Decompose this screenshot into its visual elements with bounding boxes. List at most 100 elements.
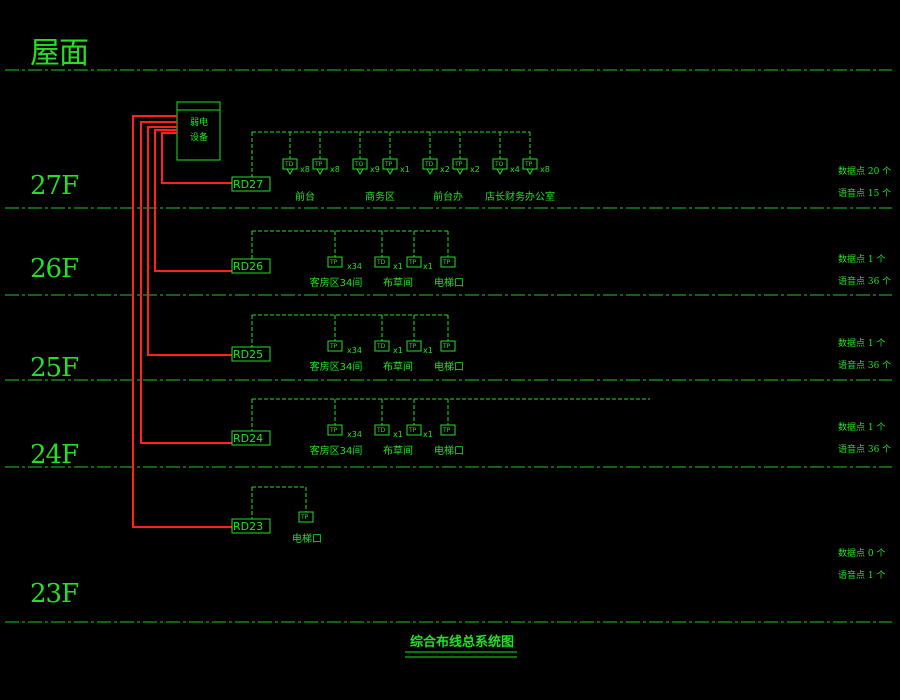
svg-text:x1: x1 [423,262,433,271]
svg-text:x34: x34 [347,262,362,271]
trunk-rd24 [140,121,232,444]
stat-data-25f: 数据点 1 个 [838,339,886,349]
outlet-to [492,158,508,170]
cabinet-rd24-label: RD24 [233,432,263,445]
svg-text:TO: TO [354,161,364,168]
svg-text:TP: TP [442,259,451,266]
cabinet-rd25-label: RD25 [233,348,263,361]
svg-text:TP: TP [314,161,323,168]
svg-text:TP: TP [329,259,338,266]
floor26-distribution: TP TD TP TP x34 x1 x1 客房区34间 布草间 电梯口 [251,230,464,289]
count-label: x1 [400,165,410,174]
svg-text:x1: x1 [423,346,433,355]
roof-label: 屋面 [30,36,89,71]
outlet-tp [522,158,538,170]
trunk-cables [132,115,232,528]
drawing-title: 综合布线总系统图 [410,635,515,650]
area-label: 前台 [295,190,315,203]
trunk-rd25 [147,126,232,356]
svg-text:TP: TP [408,259,417,266]
svg-text:TP: TP [408,427,417,434]
svg-text:TD: TD [376,427,386,434]
svg-text:TP: TP [408,343,417,350]
equipment-label-2: 设备 [190,131,208,143]
stat-data-24f: 数据点 1 个 [838,423,886,433]
count-label: x4 [510,165,520,174]
svg-text:TP: TP [329,343,338,350]
trunk-rd26 [154,129,232,272]
outlet-td [422,158,438,170]
stat-data-23f: 数据点 0 个 [838,549,886,559]
outlet-to [352,158,368,170]
stat-voice-27f: 语音点 15 个 [838,189,892,199]
area-label: 商务区 [365,190,395,203]
svg-text:TP: TP [442,343,451,350]
svg-text:TD: TD [376,259,386,266]
cabinet-rd27 [231,176,271,192]
svg-text:TP: TP [454,161,463,168]
count-label: x8 [540,165,550,174]
svg-text:TP: TP [524,161,533,168]
svg-text:布草间: 布草间 [383,360,413,373]
floor-label-24f: 24F [30,440,79,470]
equipment-box: 弱电 设备 [176,101,221,161]
floor-label-25f: 25F [30,353,79,383]
area-label: 电梯口 [292,532,322,545]
stat-data-27f: 数据点 20 个 [838,167,892,177]
equipment-label-1: 弱电 [190,116,208,128]
outlet-tp [452,158,468,170]
stat-voice-24f: 语音点 36 个 [838,445,892,455]
stat-voice-25f: 语音点 36 个 [838,361,892,371]
svg-text:电梯口: 电梯口 [434,360,464,373]
svg-text:电梯口: 电梯口 [434,276,464,289]
svg-text:TP: TP [300,514,309,521]
cabinet-rd23 [231,518,271,534]
cabinet-rd27-label: RD27 [233,178,263,191]
floor25-distribution: TP TD TP TP x34 x1 x1 客房区34间 布草间 电梯口 [251,314,464,373]
trunk-rd27 [161,132,232,184]
outlet-tp [382,158,398,170]
cabinet-rd24 [231,430,271,446]
floor-label-27f: 27F [30,171,79,201]
title-underline [405,651,517,658]
svg-text:TP: TP [442,427,451,434]
svg-text:x1: x1 [393,262,403,271]
cabinet-rd25 [231,346,271,362]
svg-text:TD: TD [424,161,434,168]
svg-text:客房区34间: 客房区34间 [310,444,363,457]
trunk-rd23 [132,115,232,528]
svg-text:x34: x34 [347,430,362,439]
floor-label-26f: 26F [30,254,79,284]
svg-text:TO: TO [494,161,504,168]
floor23-distribution: TP 电梯口 [251,486,322,545]
svg-text:布草间: 布草间 [383,444,413,457]
svg-text:TP: TP [329,427,338,434]
floor-lines [5,69,892,623]
svg-text:客房区34间: 客房区34间 [310,276,363,289]
svg-text:TP: TP [384,161,393,168]
floor-label-23f: 23F [30,579,79,609]
count-label: x2 [470,165,480,174]
cabinet-rd26 [231,258,271,274]
cabinet-rd23-label: RD23 [233,520,263,533]
cabinet-rd26-label: RD26 [233,260,263,273]
outlet-td [282,158,298,170]
stat-data-26f: 数据点 1 个 [838,255,886,265]
floor27-distribution: TD TP TO TP TD TP TO TP x8 x8 x9 x1 x2 x… [251,131,555,203]
count-label: x8 [330,165,340,174]
svg-text:x34: x34 [347,346,362,355]
count-label: x8 [300,165,310,174]
svg-text:布草间: 布草间 [383,276,413,289]
floor24-distribution: TP TD TP TP x34 x1 x1 客房区34间 布草间 电梯口 [251,398,650,457]
count-label: x2 [440,165,450,174]
count-label: x9 [370,165,380,174]
stat-voice-23f: 语音点 1 个 [838,571,886,581]
area-label: 前台办 [433,190,463,203]
svg-text:客房区34间: 客房区34间 [310,360,363,373]
cabinets: RD27 RD26 RD25 RD24 RD23 [231,176,271,534]
area-label: 店长财务办公室 [485,190,555,203]
stat-voice-26f: 语音点 36 个 [838,277,892,287]
svg-text:电梯口: 电梯口 [434,444,464,457]
svg-text:x1: x1 [423,430,433,439]
